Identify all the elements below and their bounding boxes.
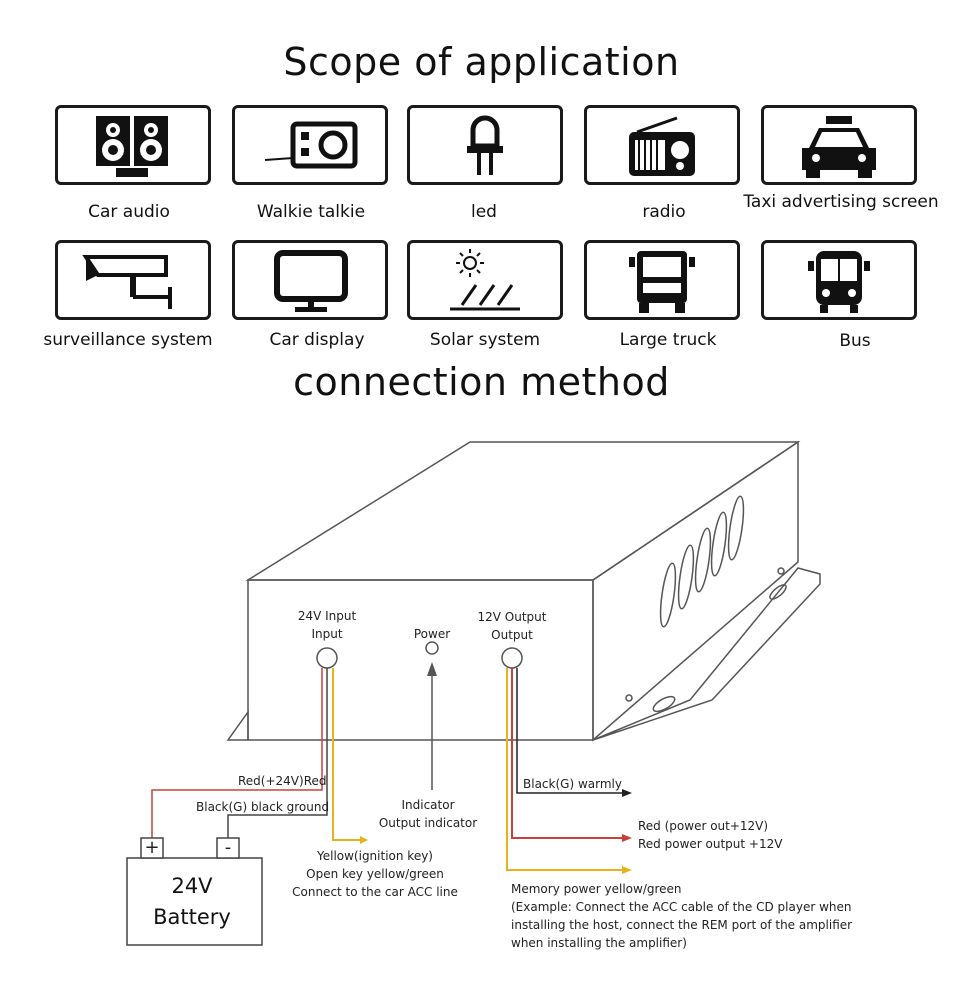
battery-label: Battery	[153, 905, 231, 929]
radio-icon	[629, 116, 695, 176]
card-large-truck	[584, 240, 740, 320]
caption-led: led	[471, 202, 497, 222]
memory-label-4: when installing the amplifier)	[511, 936, 687, 950]
camera-icon	[82, 255, 172, 309]
battery-minus-terminal	[216, 837, 240, 859]
black-output-label: Black(G) warmly	[523, 777, 622, 791]
speaker-icon	[96, 116, 168, 177]
battery-plus-sign: +	[144, 837, 160, 858]
yellow-label-3: Connect to the car ACC line	[292, 885, 458, 899]
card-led	[407, 105, 563, 185]
memory-label-2: (Example: Connect the ACC cable of the C…	[511, 900, 852, 914]
caption-taxi: Taxi advertising screen	[743, 192, 939, 212]
indicator-arrow	[427, 662, 437, 676]
indicator-label-2: Output indicator	[378, 816, 478, 830]
truck-icon	[629, 251, 695, 313]
indicator-label-1: Indicator	[401, 798, 455, 812]
caption-car-audio: Car audio	[88, 202, 170, 222]
red-output-wire	[511, 668, 622, 839]
battery-voltage: 24V	[171, 874, 213, 898]
taxi-icon	[802, 116, 876, 178]
walkie-talkie-icon	[264, 121, 358, 169]
input-port	[316, 647, 338, 669]
battery	[126, 857, 263, 946]
solar-icon	[450, 249, 520, 311]
battery-plus-terminal	[140, 837, 164, 859]
card-car-audio	[55, 105, 211, 185]
yellow-label-2: Open key yellow/green	[306, 867, 444, 881]
caption-walkie-talkie: Walkie talkie	[256, 202, 366, 222]
card-bus	[761, 240, 917, 320]
led-icon	[467, 115, 503, 175]
card-radio	[584, 105, 740, 185]
yellow-output-wire	[506, 668, 622, 871]
caption-car-display: Car display	[269, 330, 365, 350]
yellow-label-1: Yellow(ignition key)	[316, 849, 433, 863]
input-label-2: Input	[311, 627, 343, 641]
red-input-wire	[151, 668, 323, 838]
red-input-label: Red(+24V)Red	[238, 774, 327, 788]
red-output-label-2: Red power output +12V	[638, 837, 783, 851]
converter-box	[226, 440, 821, 742]
output-label-1: 12V Output	[477, 610, 547, 624]
bus-icon	[808, 251, 870, 313]
input-label-1: 24V Input	[297, 609, 357, 623]
caption-bus: Bus	[839, 331, 871, 351]
card-solar	[407, 240, 563, 320]
black-input-wire	[227, 668, 328, 838]
caption-surveillance: surveillance system	[43, 330, 213, 350]
red-output-label-1: Red (power out+12V)	[638, 819, 769, 833]
output-label-2: Output	[491, 628, 533, 642]
memory-label-3: installing the host, connect the REM por…	[511, 918, 853, 932]
memory-label-1: Memory power yellow/green	[511, 882, 682, 896]
monitor-icon	[274, 250, 348, 312]
caption-solar: Solar system	[429, 330, 541, 350]
connection-title: connection method	[293, 360, 670, 404]
black-output-wire	[516, 668, 622, 794]
card-taxi	[761, 105, 917, 185]
scope-title: Scope of application	[283, 40, 680, 84]
battery-minus-sign: -	[224, 837, 232, 858]
card-walkie-talkie	[232, 105, 388, 185]
caption-large-truck: Large truck	[619, 330, 717, 350]
card-car-display	[232, 240, 388, 320]
power-label: Power	[413, 627, 451, 641]
power-led	[425, 641, 439, 655]
yellow-ignition-wire	[332, 668, 360, 841]
caption-radio: radio	[642, 202, 686, 222]
card-surveillance	[55, 240, 211, 320]
output-port	[501, 647, 523, 669]
black-input-label: Black(G) black ground	[196, 800, 330, 814]
